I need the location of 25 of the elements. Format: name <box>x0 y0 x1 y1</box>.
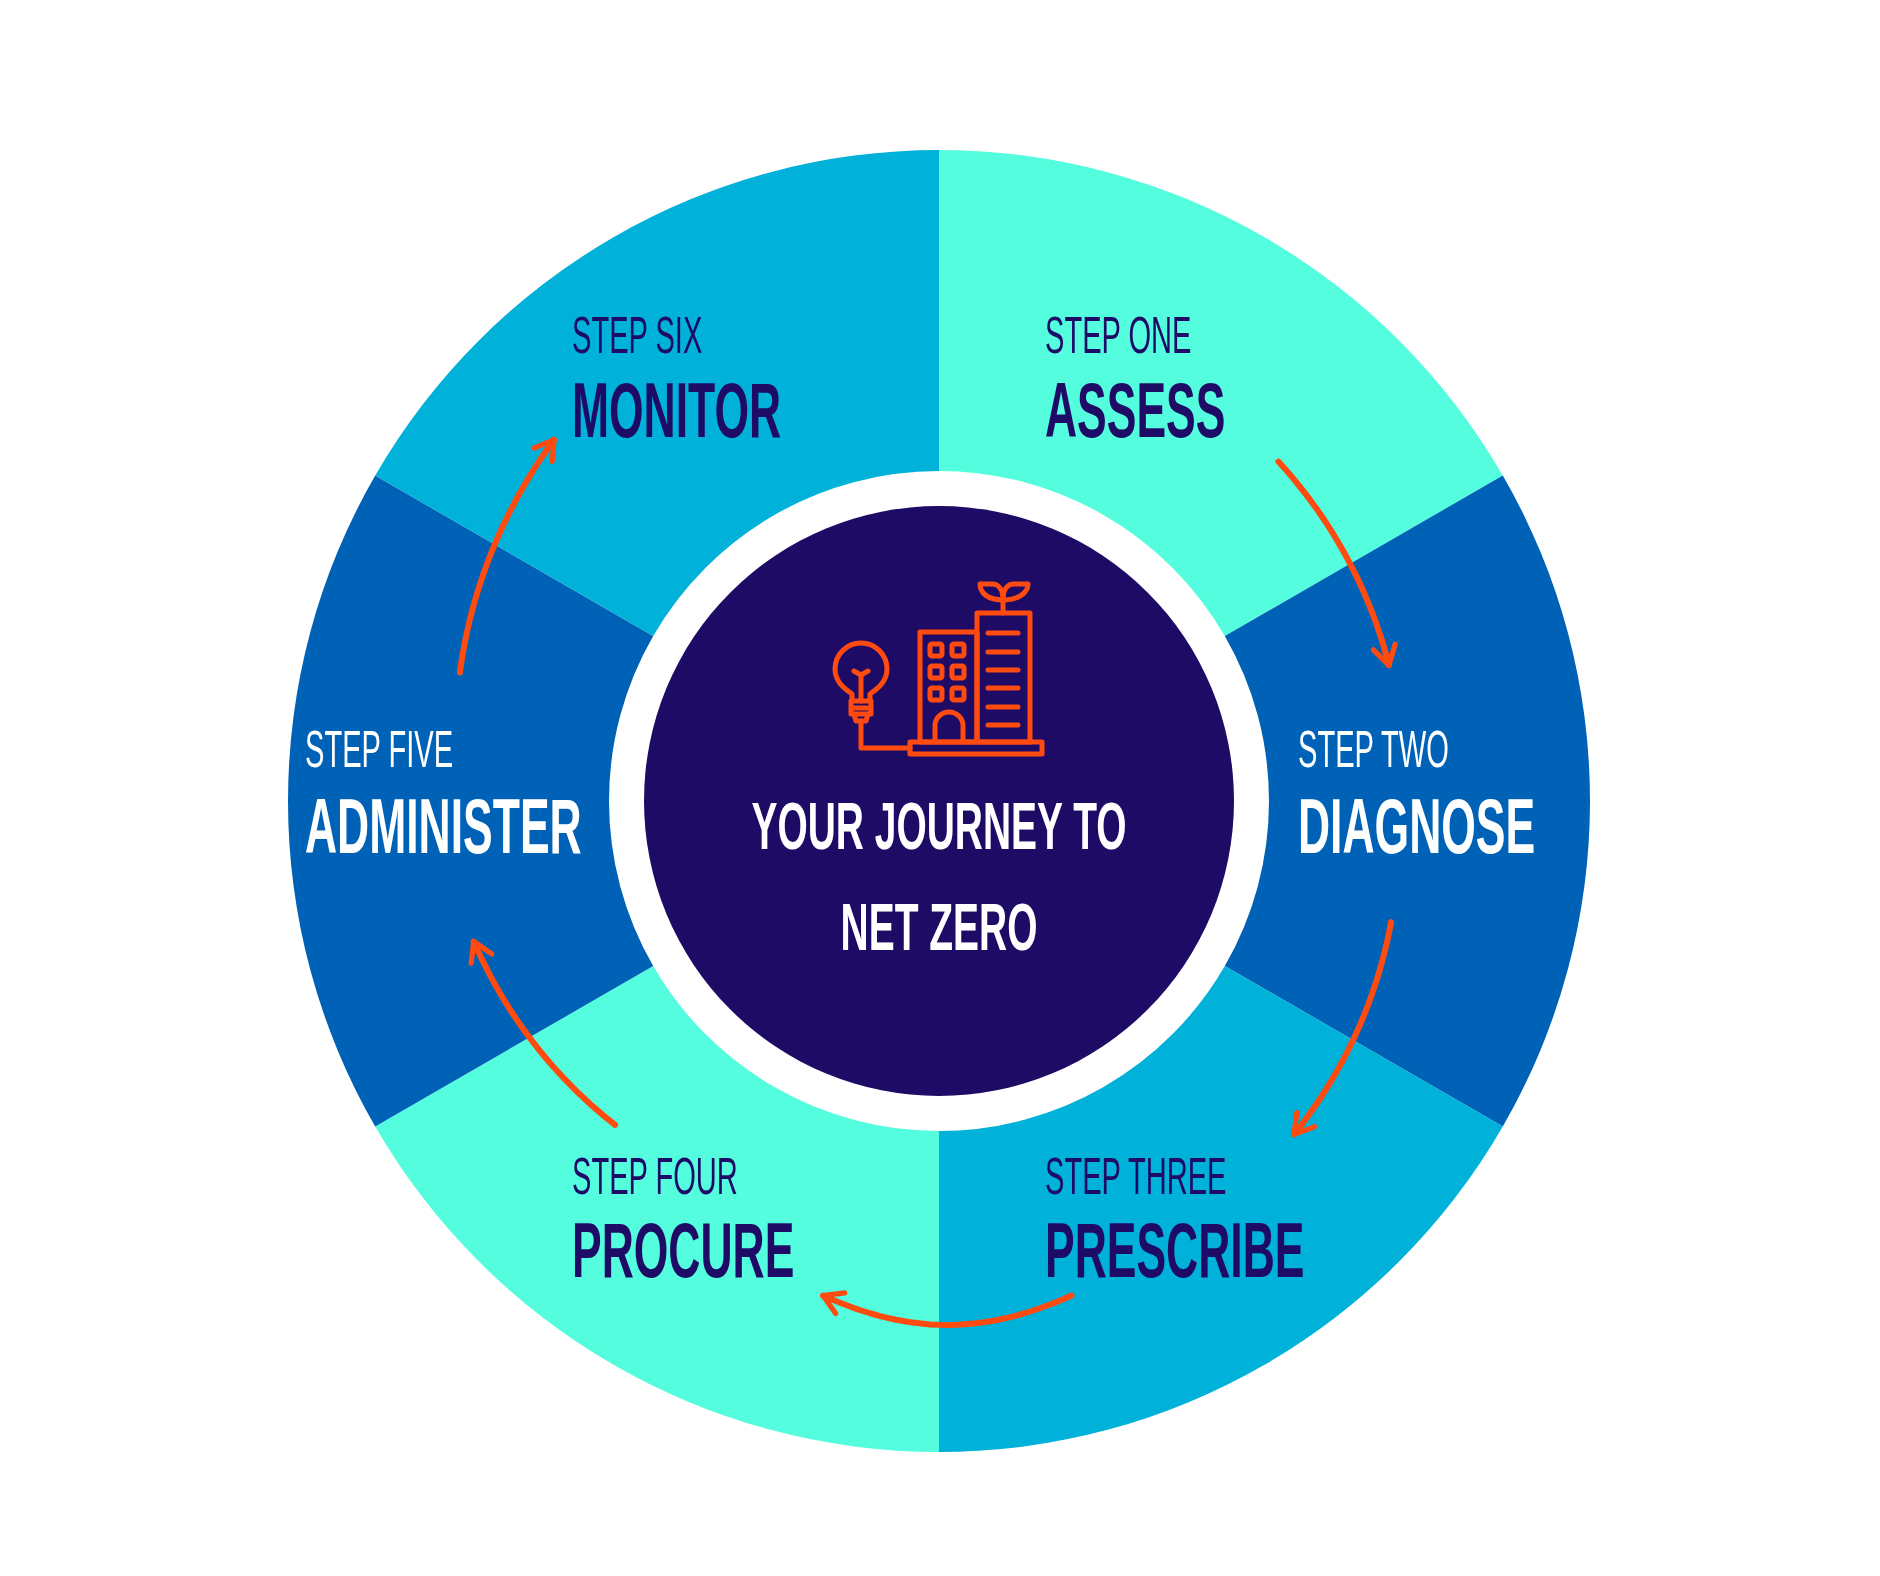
step-name: PROCURE <box>572 1210 795 1289</box>
step-name: ADMINISTER <box>305 786 582 865</box>
step-label: STEP THREE <box>1045 1150 1227 1202</box>
ring-segment <box>1224 475 1590 1127</box>
curved-arrow <box>820 1290 1075 1328</box>
step-label: STEP SIX <box>572 309 703 361</box>
ring-segment <box>375 966 939 1452</box>
step-label: STEP FOUR <box>572 1150 738 1202</box>
curved-arrow <box>456 436 558 676</box>
ring-segment <box>939 966 1503 1452</box>
step-name: ASSESS <box>1045 370 1226 449</box>
step-label: STEP TWO <box>1298 723 1449 775</box>
curved-arrow <box>1275 458 1398 669</box>
ring-segment <box>939 150 1503 636</box>
step-name: MONITOR <box>572 370 782 449</box>
center-title: YOUR JOURNEY TO NET ZERO <box>750 788 1128 966</box>
ring-segment <box>288 475 654 1127</box>
step-label: STEP FIVE <box>305 723 454 775</box>
step-label: STEP ONE <box>1045 309 1192 361</box>
ring-segment <box>375 150 939 636</box>
curved-arrow <box>1291 919 1395 1138</box>
center-circle <box>644 506 1234 1096</box>
step-name: DIAGNOSE <box>1298 786 1536 865</box>
step-name: PRESCRIBE <box>1045 1210 1305 1289</box>
curved-arrow <box>468 938 619 1128</box>
